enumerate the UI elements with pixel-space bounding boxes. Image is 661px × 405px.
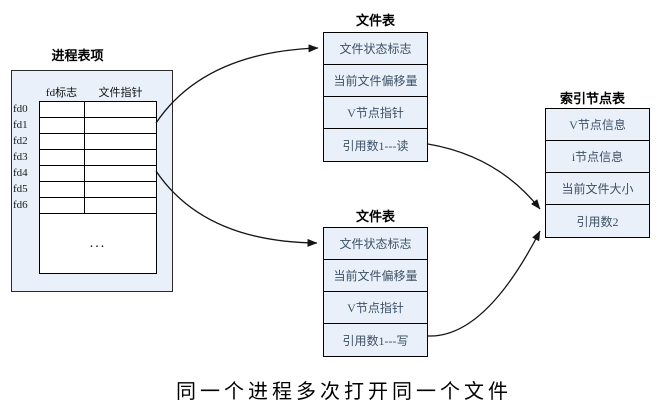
fd5-pointer-cell [85, 182, 156, 197]
fd-label-fd2: fd2 [13, 135, 28, 147]
fd3-pointer-cell [85, 150, 156, 165]
fd1-pointer-cell [85, 118, 156, 133]
fd6-flag-cell [40, 198, 85, 213]
arrow-fd4-to-bottom-file-table [155, 170, 318, 247]
inode-table-row-inode-info: i节点信息 [546, 141, 649, 173]
file-table-top-row-refcount-read: 引用数1---读 [342, 138, 409, 153]
process-table-title: 进程表项 [51, 48, 104, 63]
diagram-caption: 同一个进程多次打开同一个文件 [176, 381, 512, 403]
file-table-top: 文件状态标志 当前文件偏移量 V节点指针 引用数1---读 [323, 32, 428, 162]
fd-row-fd6 [40, 198, 156, 214]
fd-label-fd3: fd3 [13, 151, 28, 163]
fd-label-fd6: fd6 [13, 199, 28, 211]
fd-row-fd0 [40, 102, 156, 118]
file-table-bottom-title: 文件表 [355, 209, 395, 224]
fd-row-fd1 [40, 118, 156, 134]
fd4-flag-cell [40, 166, 85, 181]
fd-label-fd4: fd4 [13, 167, 28, 179]
fd-label-fd1: fd1 [13, 119, 28, 131]
file-table-bottom: 文件状态标志 当前文件偏移量 V节点指针 引用数1---写 [323, 227, 428, 357]
file-table-top-title: 文件表 [355, 13, 395, 28]
arrow-top-file-table-to-inode-table [427, 143, 541, 210]
fd5-flag-cell [40, 182, 85, 197]
fd-row-fd5 [40, 182, 156, 198]
file-table-bottom-row-refcount-write: 引用数1---写 [342, 333, 409, 348]
fd0-flag-cell [40, 102, 85, 117]
fd2-flag-cell [40, 134, 85, 149]
fd-flags-column-header: fd标志 [45, 87, 78, 99]
fd1-flag-cell [40, 118, 85, 133]
inode-table: V节点信息 i节点信息 当前文件大小 引用数2 [545, 108, 650, 238]
file-pointer-column-header: 文件指针 [98, 87, 143, 99]
fd-table: ... [39, 101, 157, 274]
fd-label-fd0: fd0 [13, 103, 28, 115]
arrow-fd1-to-top-file-table [155, 44, 319, 124]
inode-table-row-vnode-info: V节点信息 [546, 109, 649, 141]
fd-label-fd5: fd5 [13, 183, 28, 195]
fd6-pointer-cell [85, 198, 156, 213]
fd-row-fd3 [40, 150, 156, 166]
inode-table-row-file-size: 当前文件大小 [546, 173, 649, 205]
file-table-bottom-row-status: 文件状态标志 [324, 228, 427, 260]
fd-row-fd2 [40, 134, 156, 150]
file-table-bottom-row-offset: 当前文件偏移量 [324, 260, 427, 292]
file-table-bottom-row-vnode-pointer: V节点指针 [324, 292, 427, 324]
fd0-pointer-cell [85, 102, 156, 117]
fd-row-fd4 [40, 166, 156, 182]
fd3-flag-cell [40, 150, 85, 165]
file-table-top-row-status: 文件状态标志 [324, 33, 427, 65]
file-table-top-row-offset: 当前文件偏移量 [324, 65, 427, 97]
inode-table-row-refcount2: 引用数2 [576, 214, 619, 229]
file-table-top-row-vnode-pointer: V节点指针 [324, 97, 427, 129]
inode-table-title: 索引节点表 [559, 91, 625, 106]
fd4-pointer-cell [85, 166, 156, 181]
fd-table-ellipsis: ... [89, 235, 107, 251]
fd2-pointer-cell [85, 134, 156, 149]
arrow-bottom-file-table-to-inode-table [427, 230, 541, 337]
